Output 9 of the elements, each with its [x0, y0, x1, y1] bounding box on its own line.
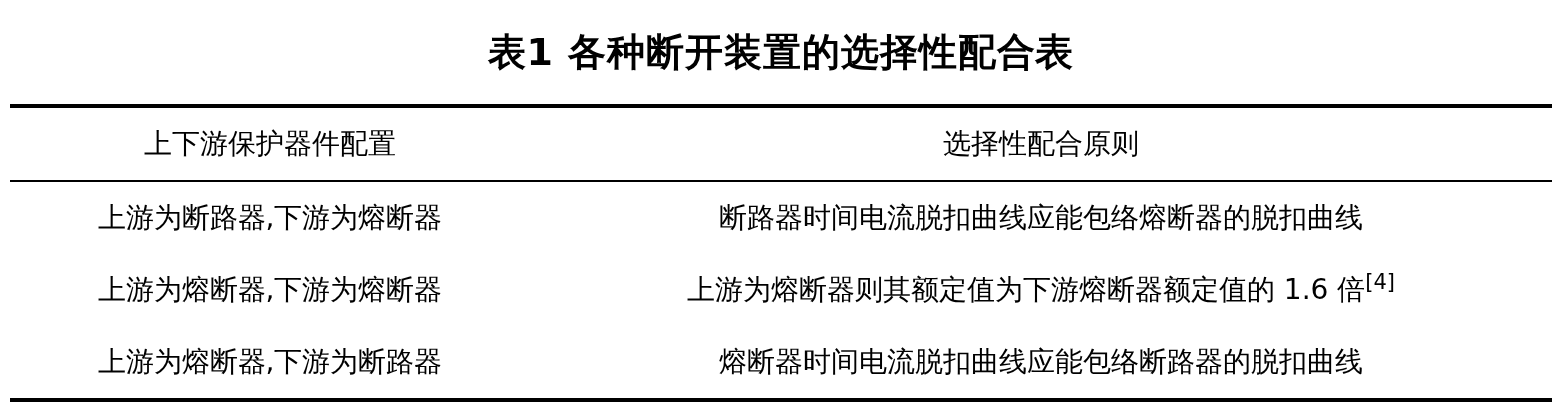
table-cell-text: 上游为熔断器则其额定值为下游熔断器额定值的 1.6 倍$^{[4]}$	[686, 269, 1396, 308]
table-title: 表1 各种断开装置的选择性配合表	[487, 28, 1075, 76]
table-cell-text: 上游为熔断器,下游为熔断器	[97, 272, 443, 308]
table-cell-text: 上游为熔断器,下游为断路器	[97, 344, 443, 380]
table-cell-text: 断路器时间电流脱扣曲线应能包络熔断器的脱扣曲线	[719, 200, 1363, 236]
column-header: 上下游保护器件配置	[144, 126, 396, 162]
column-header: 选择性配合原则	[943, 126, 1139, 162]
table-cell-text: 熔断器时间电流脱扣曲线应能包络断路器的脱扣曲线	[719, 344, 1363, 380]
table-cell-text: 上游为断路器,下游为熔断器	[97, 200, 443, 236]
